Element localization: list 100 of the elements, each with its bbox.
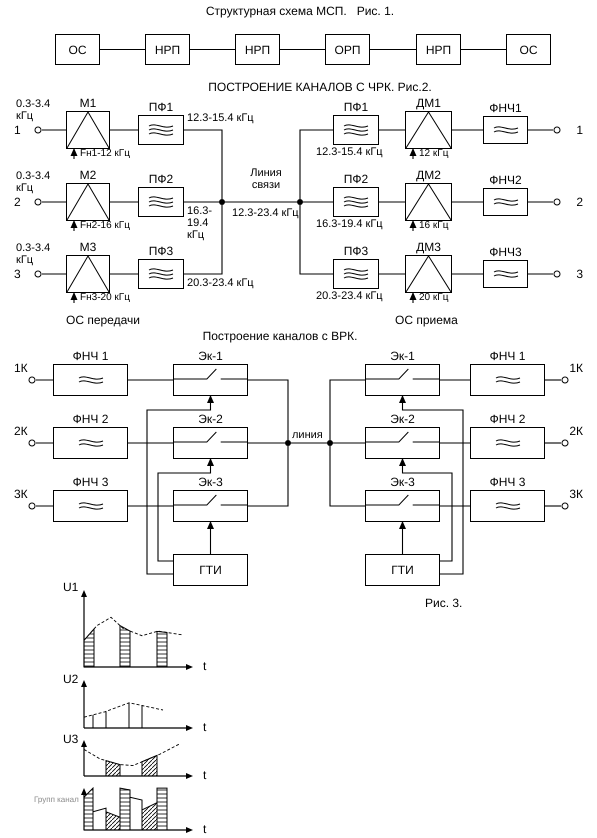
terminal-label: 1 xyxy=(576,124,583,136)
arrow xyxy=(70,220,78,231)
connector-line xyxy=(461,48,506,50)
block-label: ФНЧ2 xyxy=(489,173,522,187)
connector-line xyxy=(545,505,561,507)
block-label: М3 xyxy=(80,240,96,254)
junction-dot xyxy=(326,439,334,447)
block-label: ДМ2 xyxy=(416,168,441,182)
connector-line xyxy=(528,273,553,275)
connector-line xyxy=(545,379,561,381)
connector-line xyxy=(452,129,483,131)
frequency-label: 12.3-15.4 кГц xyxy=(187,112,254,124)
arrow xyxy=(399,521,406,554)
generator-block: ГТИ xyxy=(365,554,440,586)
connector-line xyxy=(36,379,53,381)
figure-title: ПОСТРОЕНИЕ КАНАЛОВ С ЧРК. Рис.2. xyxy=(207,80,433,94)
connector-line xyxy=(36,442,53,444)
connector-line xyxy=(303,201,333,203)
edge-label: Fн1-12 кГц xyxy=(80,148,130,159)
connector-line xyxy=(452,201,483,203)
block-label: Эк-3 xyxy=(390,475,415,489)
connector-line xyxy=(128,505,173,507)
frequency-label: 0.3-3.4 кГц xyxy=(16,242,52,266)
connector-line xyxy=(299,205,333,275)
connector-line xyxy=(329,379,365,440)
edge-label: Fн2-16 кГц xyxy=(80,220,130,231)
axis-label: U3 xyxy=(63,732,78,746)
block-label: ФНЧ 3 xyxy=(490,475,526,489)
connector-line xyxy=(329,446,365,507)
frequency-label: 20.3-23.4 кГц xyxy=(187,277,254,289)
arrow xyxy=(410,220,416,231)
connector-line xyxy=(36,505,53,507)
connector-line xyxy=(190,48,235,50)
edge-label: Линия связи xyxy=(249,167,283,191)
block-label: ФНЧ 2 xyxy=(490,412,526,426)
connector-line xyxy=(42,201,66,203)
terminal-label: 2 xyxy=(14,196,21,208)
frequency-label: 16.3-19.4 кГц xyxy=(316,218,383,230)
axis-label: Групп канал xyxy=(34,795,79,805)
connector-line xyxy=(379,129,405,131)
arrow xyxy=(207,521,214,554)
arrow xyxy=(146,395,214,575)
frequency-label: 0.3-3.4 кГц xyxy=(16,98,52,122)
arrow xyxy=(157,458,214,562)
connector-line xyxy=(452,273,483,275)
figure-title: Структурная схема МСП. Рис. 1. xyxy=(204,4,396,18)
connector-line xyxy=(545,442,561,444)
connector-line xyxy=(291,442,327,444)
block-label: ПФ1 xyxy=(344,100,368,114)
station-block: НРП xyxy=(145,34,190,65)
connector-line xyxy=(440,442,470,444)
axis-label: U1 xyxy=(63,580,78,594)
terminal-label: 3 xyxy=(576,268,583,280)
station-block: ОС xyxy=(506,34,551,65)
connector-line xyxy=(110,129,138,131)
connector-line xyxy=(379,273,405,275)
terminal-label: 1 xyxy=(14,124,21,136)
block-label: ДМ1 xyxy=(416,96,441,110)
block-label: ПФ2 xyxy=(344,172,368,186)
junction-dot xyxy=(218,198,226,206)
block-label: ПФ3 xyxy=(344,244,368,258)
block-label: Эк-1 xyxy=(390,349,415,363)
junction-dot xyxy=(284,439,292,447)
axis-label: t xyxy=(203,659,206,673)
connector-line xyxy=(248,379,289,440)
caption-text: ОС передачи xyxy=(66,313,140,327)
station-block: ОС xyxy=(55,34,100,65)
arrow xyxy=(410,148,416,159)
edge-label: 20 кГц xyxy=(419,292,448,303)
figure-title: Построение каналов с ВРК. xyxy=(202,329,358,343)
connector-line xyxy=(42,273,66,275)
block-label: ФНЧ1 xyxy=(489,101,522,115)
arrow xyxy=(410,292,416,303)
connector-line xyxy=(370,48,416,50)
station-block: НРП xyxy=(235,34,280,65)
connector-line xyxy=(528,129,553,131)
arrow xyxy=(399,395,464,575)
terminal-label: 1К xyxy=(569,362,583,374)
axis-label: t xyxy=(203,720,206,734)
axis-label: U2 xyxy=(63,672,78,686)
connector-line xyxy=(333,442,365,444)
block-label: ДМ3 xyxy=(416,240,441,254)
figure-title: Рис. 3. xyxy=(425,596,462,610)
terminal-label: 1К xyxy=(14,362,28,374)
block-label: ФНЧ 2 xyxy=(72,412,108,426)
connector-line xyxy=(248,446,289,507)
connector-line xyxy=(440,505,470,507)
connector-line xyxy=(280,48,325,50)
connector-line xyxy=(110,201,138,203)
connector-line xyxy=(128,379,173,381)
edge-label: 12 кГц xyxy=(419,148,448,159)
block-label: Эк-2 xyxy=(198,412,223,426)
block-label: Эк-1 xyxy=(198,349,223,363)
connector-line xyxy=(100,48,145,50)
frequency-label: 20.3-23.4 кГц xyxy=(316,290,383,302)
edge-label: Fн3-20 кГц xyxy=(80,292,130,303)
frequency-label: 12.3-15.4 кГц xyxy=(316,146,383,158)
frequency-label: 0.3-3.4 кГц xyxy=(16,170,52,194)
generator-block: ГТИ xyxy=(173,554,248,586)
block-label: ПФ2 xyxy=(148,172,174,186)
